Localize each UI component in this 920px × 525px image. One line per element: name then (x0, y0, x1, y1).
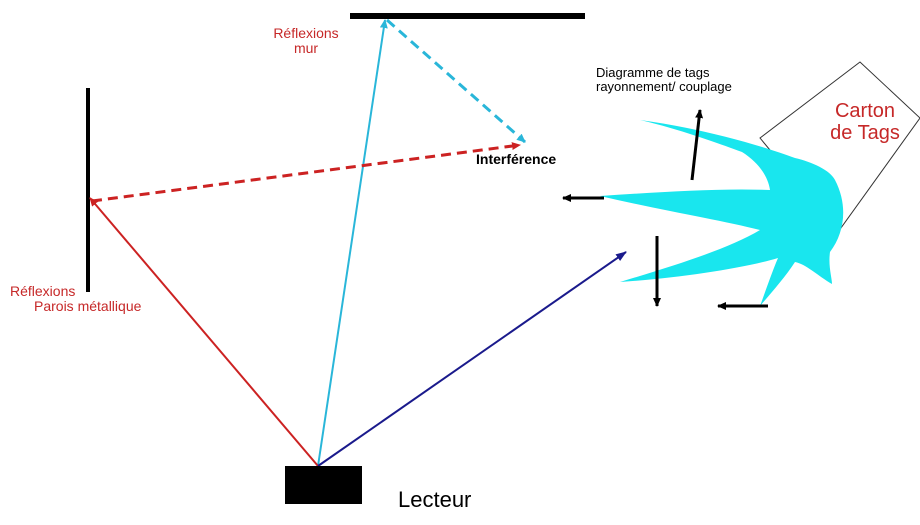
blue-tag-ray (318, 252, 626, 466)
interference-label: Interférence (476, 152, 556, 167)
lecteur-label: Lecteur (398, 488, 471, 512)
reflexions-mur-label: Réflexions mur (258, 26, 354, 57)
arrow-up (692, 110, 700, 180)
carton-line1: Carton (818, 100, 912, 122)
red-direct-ray (90, 198, 318, 466)
reader-device (285, 466, 362, 504)
reflexions-mur-line2: mur (258, 41, 354, 56)
diagramme-line2: rayonnement/ couplage (596, 80, 732, 94)
carton-label: Carton de Tags (818, 100, 912, 144)
reflexions-parois-line1: Réflexions (10, 284, 141, 299)
cyan-direct-ray (318, 20, 385, 466)
cyan-reflected-ray (387, 20, 525, 142)
reflexions-parois-line2: Parois métallique (10, 299, 141, 314)
red-reflected-ray (92, 145, 520, 201)
reflexions-parois-label: Réflexions Parois métallique (10, 284, 141, 315)
carton-line2: de Tags (818, 122, 912, 144)
diagramme-label: Diagramme de tags rayonnement/ couplage (596, 66, 732, 95)
reflexions-mur-line1: Réflexions (258, 26, 354, 41)
diagramme-line1: Diagramme de tags (596, 66, 732, 80)
